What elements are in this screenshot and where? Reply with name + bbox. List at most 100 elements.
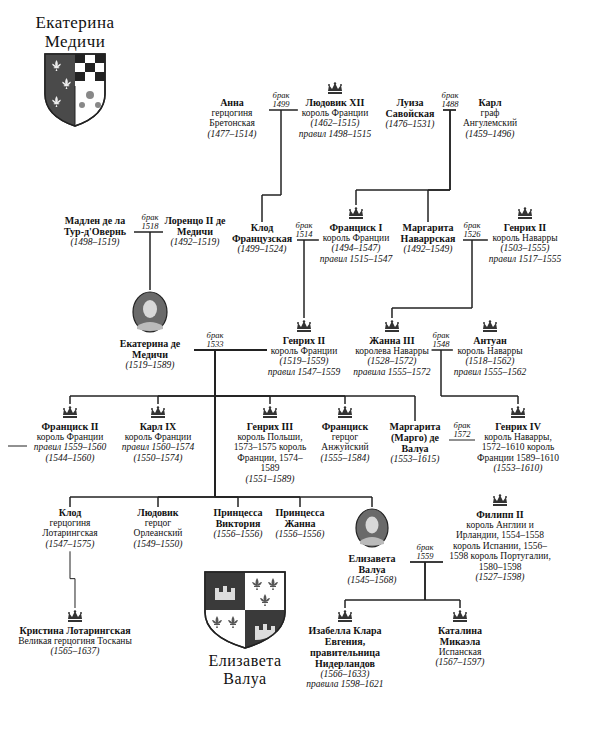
person-name: Карл bbox=[457, 97, 523, 108]
person-node: Франциск Iкороль Франции(1494–1547)прави… bbox=[320, 205, 392, 264]
person-detail: правил 1555–1562 bbox=[454, 367, 526, 377]
marriage-label: брак 1514 bbox=[293, 221, 315, 238]
caption-label: Елизавета Валуа bbox=[195, 652, 295, 687]
person-node: Генрих IIкороль Франции(1519–1559)правил… bbox=[268, 318, 340, 377]
person-detail: (1545–1568) bbox=[335, 575, 409, 585]
person-detail: (1476–1531) bbox=[378, 119, 442, 129]
person-node: Карлграф Ангулемский(1459–1496) bbox=[457, 97, 523, 139]
person-detail: (1498–1519) bbox=[57, 237, 133, 247]
person-name: Изабелла Клара Евгения, правительница Ни… bbox=[289, 625, 401, 669]
person-detail: (1555–1584) bbox=[314, 453, 376, 463]
family-line bbox=[356, 110, 450, 205]
person-detail: (1494–1547) bbox=[320, 243, 392, 253]
crown-icon bbox=[453, 610, 467, 622]
person-detail: (1492–1519) bbox=[164, 237, 226, 247]
person-name: Принцесса Виктория bbox=[208, 507, 268, 529]
person-detail: король Франции bbox=[122, 432, 194, 442]
person-detail: (1553–1610) bbox=[476, 463, 560, 473]
person-name: Генрих IV bbox=[476, 421, 560, 432]
person-name: Елизавета Валуа bbox=[335, 553, 409, 575]
family-line bbox=[134, 232, 150, 290]
person-detail: правила 1598–1621 bbox=[289, 679, 401, 689]
person-detail: король Англии и Ирландии, 1554–1558 коро… bbox=[444, 520, 556, 572]
crown-icon bbox=[328, 82, 342, 94]
crown-icon bbox=[263, 406, 277, 418]
person-node: Принцесса Жанна(1556–1556) bbox=[270, 507, 330, 539]
person-detail: (1567–1597) bbox=[420, 657, 500, 667]
person-detail: (1477–1514) bbox=[196, 129, 268, 139]
person-detail: (1549–1550) bbox=[122, 539, 194, 549]
family-line bbox=[150, 232, 163, 290]
person-detail: (1503–1555) bbox=[489, 243, 561, 253]
crown-icon bbox=[338, 406, 352, 418]
person-node: Принцесса Виктория(1556–1556) bbox=[208, 507, 268, 539]
person-name: Луиза Савойская bbox=[378, 97, 442, 119]
person-node: Жанна IIIкоролева Наварры(1528–1572)прав… bbox=[353, 318, 430, 377]
person-detail: герцогиня Бретонская bbox=[196, 108, 268, 129]
person-detail: правил 1559–1560 bbox=[34, 442, 106, 452]
person-detail: король Наварры bbox=[489, 233, 561, 243]
person-detail: (1544–1560) bbox=[34, 453, 106, 463]
person-detail: правил 1547–1559 bbox=[268, 367, 340, 377]
person-node: Елизавета Валуа(1545–1568) bbox=[335, 507, 409, 585]
portrait bbox=[133, 292, 167, 332]
person-detail: король Франции bbox=[299, 108, 371, 118]
person-detail: (1459–1496) bbox=[457, 129, 523, 139]
person-detail: Испанская bbox=[420, 647, 500, 657]
person-detail: граф Ангулемский bbox=[457, 108, 523, 129]
crown-icon bbox=[63, 406, 77, 418]
person-detail: правила 1555–1572 bbox=[353, 367, 430, 377]
person-name: Маргарита Наваррская bbox=[394, 222, 462, 244]
person-node: Лоренцо II де Медичи(1492–1519) bbox=[164, 215, 226, 247]
marriage-label: брак 1548 bbox=[430, 331, 452, 348]
person-node: Людовик XIIкороль Франции(1462–1515)прав… bbox=[299, 80, 371, 139]
crown-icon bbox=[68, 610, 82, 622]
person-detail: (1492–1549) bbox=[394, 244, 462, 254]
person-name: Генрих II bbox=[489, 222, 561, 233]
marriage-stub-line bbox=[8, 446, 27, 447]
person-detail: король Польши, 1573–1575 король Франции,… bbox=[230, 432, 310, 474]
crown-icon bbox=[511, 406, 525, 418]
chart-title: Екатерина Медичи bbox=[20, 14, 130, 51]
person-detail: (1527–1598) bbox=[444, 572, 556, 582]
marriage-label: брак 1559 bbox=[414, 543, 436, 560]
person-node: Изабелла Клара Евгения, правительница Ни… bbox=[289, 608, 401, 690]
person-name: Анна bbox=[196, 97, 268, 108]
person-detail: (1556–1556) bbox=[270, 529, 330, 539]
person-node: Клодгерцогиня Лотарингская(1547–1575) bbox=[30, 507, 110, 549]
marriage-label: брак 1499 bbox=[270, 91, 292, 108]
person-detail: (1462–1515) bbox=[299, 118, 371, 128]
person-node: Франциск IIкороль Францииправил 1559–156… bbox=[34, 404, 106, 463]
person-name: Принцесса Жанна bbox=[270, 507, 330, 529]
family-line bbox=[392, 240, 472, 318]
crown-icon bbox=[518, 207, 532, 219]
person-detail: герцогиня Лотарингская bbox=[30, 518, 110, 539]
person-detail: король Франции bbox=[268, 346, 340, 356]
coat-of-arms bbox=[45, 54, 105, 126]
person-detail: король Наварры bbox=[454, 346, 526, 356]
person-node: Кристина ЛотарингскаяВеликая герцогиня Т… bbox=[18, 608, 132, 657]
person-detail: (1547–1575) bbox=[30, 539, 110, 549]
marriage-label: брак 1488 bbox=[439, 91, 461, 108]
family-line bbox=[425, 562, 460, 608]
person-node: Генрих IVкороль Наварры, 1572–1610 корол… bbox=[476, 404, 560, 474]
crown-icon bbox=[151, 406, 165, 418]
person-node: Францискгерцог Анжуйский(1555–1584) bbox=[314, 404, 376, 463]
family-line bbox=[262, 110, 298, 222]
person-detail: (1519–1589) bbox=[107, 360, 193, 370]
person-node: Маргарита Наваррская(1492–1549) bbox=[394, 222, 462, 254]
marriage-label: брак 1572 bbox=[451, 421, 473, 438]
person-node: Людовикгерцог Орлеанский(1549–1550) bbox=[122, 507, 194, 549]
person-name: Генрих III bbox=[230, 421, 310, 432]
crown-icon bbox=[338, 610, 352, 622]
person-name: Клод bbox=[30, 507, 110, 518]
person-name: Филипп II bbox=[444, 509, 556, 520]
person-detail: (1499–1524) bbox=[228, 244, 296, 254]
person-detail: (1528–1572) bbox=[353, 356, 430, 366]
person-name: Людовик bbox=[122, 507, 194, 518]
person-detail: правил 1498–1515 bbox=[299, 129, 371, 139]
person-name: Карл IX bbox=[122, 421, 194, 432]
person-node: Мадлен де ла Тур-д'Овернь(1498–1519) bbox=[57, 215, 133, 247]
crown-icon bbox=[297, 320, 311, 332]
